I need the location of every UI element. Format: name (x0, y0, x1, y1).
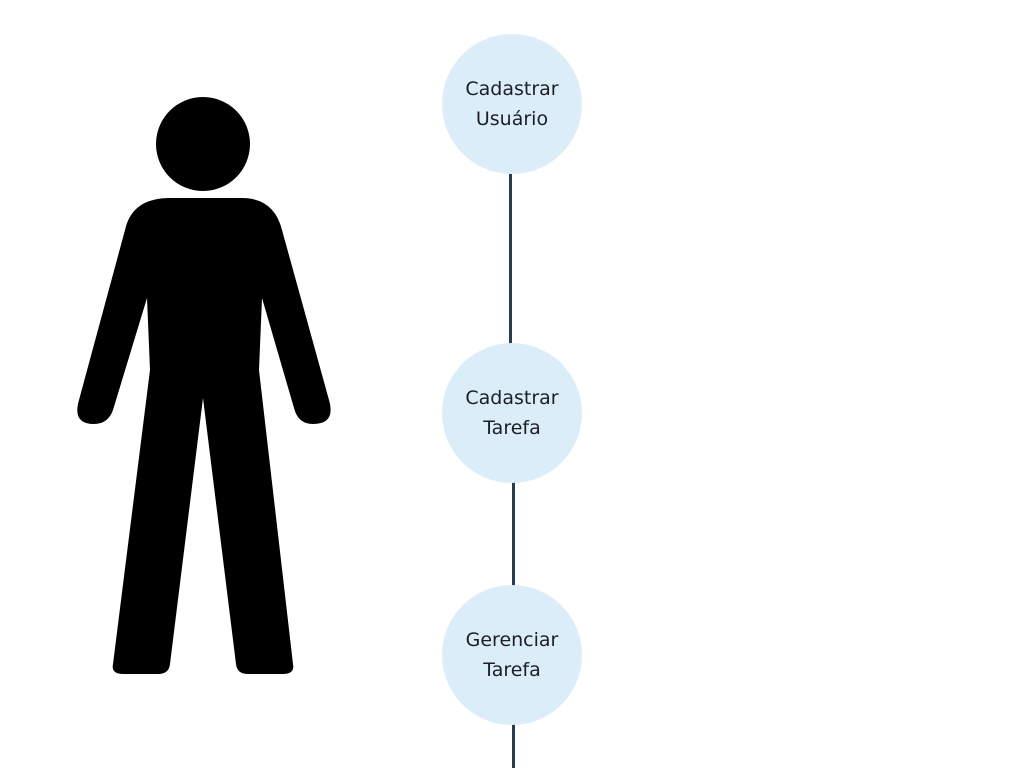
use-case-label: Cadastrar Usuário (465, 78, 559, 130)
use-case-cadastrar-tarefa[interactable]: Cadastrar Tarefa (442, 343, 582, 483)
actor-person-icon (72, 92, 336, 682)
connector-line (512, 481, 515, 587)
use-case-label: Cadastrar Tarefa (465, 387, 559, 439)
connector-line (509, 172, 512, 344)
use-case-cadastrar-usuario[interactable]: Cadastrar Usuário (442, 34, 582, 174)
use-case-label: Gerenciar Tarefa (465, 629, 559, 681)
connector-line (512, 722, 515, 768)
use-case-gerenciar-tarefa[interactable]: Gerenciar Tarefa (442, 585, 582, 725)
